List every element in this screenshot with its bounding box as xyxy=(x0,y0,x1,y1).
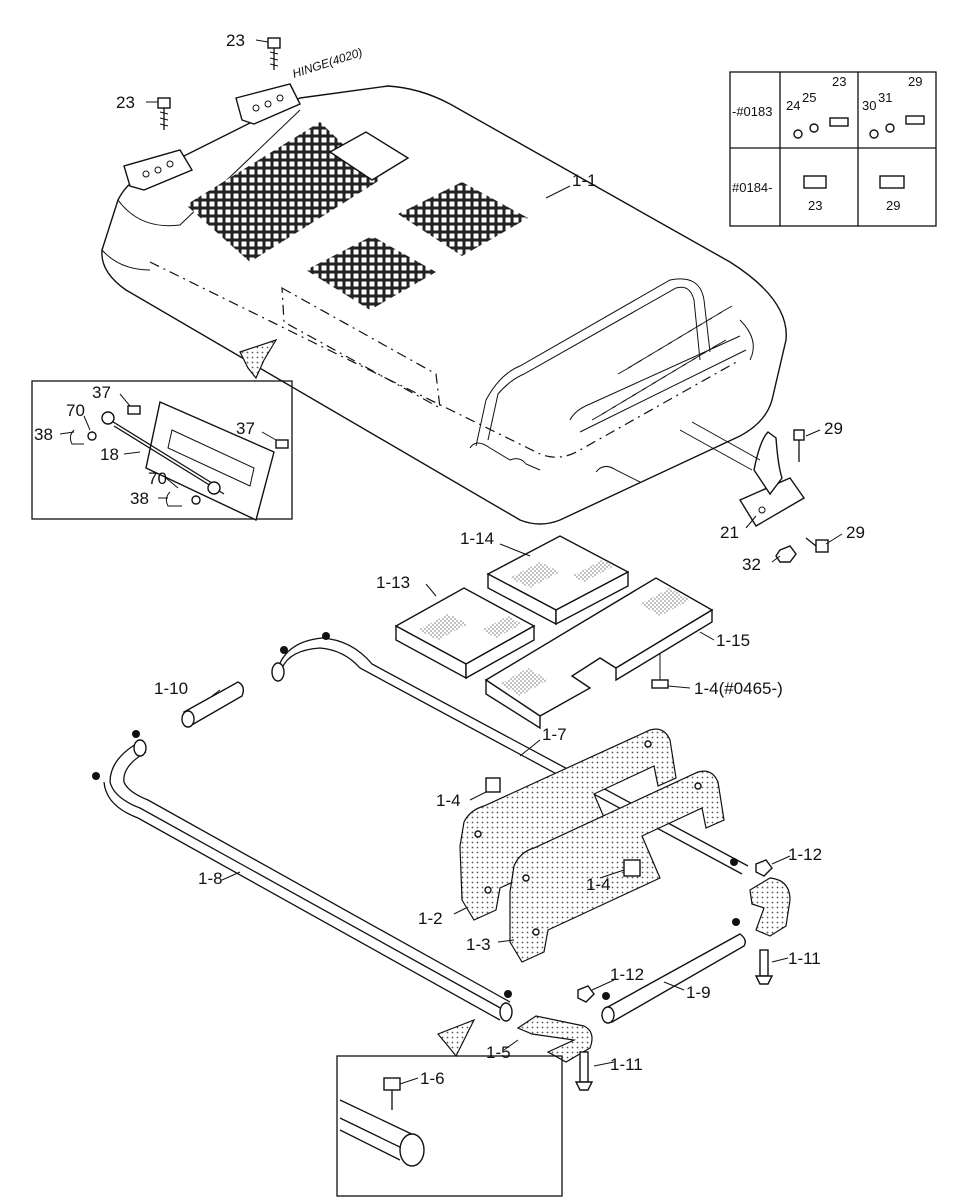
label-1-8: 1-8 xyxy=(198,869,223,888)
r2-left: 23 xyxy=(808,198,822,213)
r1-left-c: 23 xyxy=(832,74,846,89)
serial-table xyxy=(729,71,937,227)
label-1-14: 1-14 xyxy=(460,529,494,548)
label-1-10: 1-10 xyxy=(154,679,188,698)
label-1-2: 1-2 xyxy=(418,909,443,928)
label-1-15: 1-15 xyxy=(716,631,750,650)
label-1-11-right: 1-11 xyxy=(788,949,821,968)
label-18: 18 xyxy=(100,445,119,464)
latch-21 xyxy=(679,421,806,527)
bolt-29-lower xyxy=(805,537,829,553)
label-38-lower: 38 xyxy=(130,489,149,508)
bolt-23-upper xyxy=(267,37,281,70)
label-1-4-serial: 1-4(#0465-) xyxy=(694,679,783,698)
bar-1-8 xyxy=(103,739,513,1022)
range-row-2: #0184- xyxy=(732,180,772,195)
pad-1-14 xyxy=(486,535,630,626)
label-1-3: 1-3 xyxy=(466,935,491,954)
pad-1-15 xyxy=(484,577,714,730)
rivet-1-4-left xyxy=(485,777,501,793)
r1-right-a: 30 xyxy=(862,98,876,113)
hinge-note: HINGE(4020) xyxy=(291,45,364,81)
label-1-4-right: 1-4 xyxy=(586,875,611,894)
part-labels: 23 23 HINGE(4020) 1-1 37 70 38 18 37 70 … xyxy=(34,31,865,1088)
label-21: 21 xyxy=(720,523,739,542)
r1-right-c: 29 xyxy=(908,74,922,89)
r1-left-b: 25 xyxy=(802,90,816,105)
detail-inset-rivet xyxy=(336,1018,563,1197)
label-1-1: 1-1 xyxy=(572,171,597,190)
label-37-left: 37 xyxy=(92,383,111,402)
label-70-lower: 70 xyxy=(148,469,167,488)
label-1-11-lower: 1-11 xyxy=(610,1055,643,1074)
leader-lines xyxy=(59,39,843,1085)
nut-32 xyxy=(775,545,797,563)
label-1-4-left: 1-4 xyxy=(436,791,461,810)
label-23-upper: 23 xyxy=(226,31,245,50)
serial-table-labels: -#0183 #0184- 24 25 23 30 31 29 23 29 xyxy=(732,74,922,213)
label-1-7: 1-7 xyxy=(542,725,567,744)
tube-1-10 xyxy=(181,681,245,728)
bar-1-7 xyxy=(271,637,749,875)
clamp-right xyxy=(749,859,791,985)
rivet-1-4-upper xyxy=(651,654,669,689)
r2-right: 29 xyxy=(886,198,900,213)
label-38-upper: 38 xyxy=(34,425,53,444)
bolt-23-lower xyxy=(157,97,171,130)
hinge-upper xyxy=(235,83,301,125)
r1-left-a: 24 xyxy=(786,98,800,113)
label-1-13: 1-13 xyxy=(376,573,410,592)
label-32: 32 xyxy=(742,555,761,574)
bar-1-9 xyxy=(601,933,747,1024)
label-1-12-lower: 1-12 xyxy=(610,965,644,984)
label-29-upper: 29 xyxy=(824,419,843,438)
pad-1-13 xyxy=(394,587,536,680)
hinge-lower xyxy=(123,149,194,191)
label-23-lower: 23 xyxy=(116,93,135,112)
label-1-5: 1-5 xyxy=(486,1043,511,1062)
detail-inset-hinge-pin xyxy=(31,338,293,521)
range-row-1: -#0183 xyxy=(732,104,772,119)
label-70-upper: 70 xyxy=(66,401,85,420)
label-29-lower: 29 xyxy=(846,523,865,542)
label-1-9: 1-9 xyxy=(686,983,711,1002)
label-1-6: 1-6 xyxy=(420,1069,445,1088)
reference-dots xyxy=(92,632,740,1000)
bolt-29-upper xyxy=(793,429,805,462)
label-1-12-right: 1-12 xyxy=(788,845,822,864)
r1-right-b: 31 xyxy=(878,90,892,105)
label-37-right: 37 xyxy=(236,419,255,438)
bracket-1-3 xyxy=(509,770,725,963)
clamp-1-5 xyxy=(516,985,595,1091)
rivet-1-4-right xyxy=(623,859,641,877)
cover-1-1 xyxy=(101,85,787,525)
